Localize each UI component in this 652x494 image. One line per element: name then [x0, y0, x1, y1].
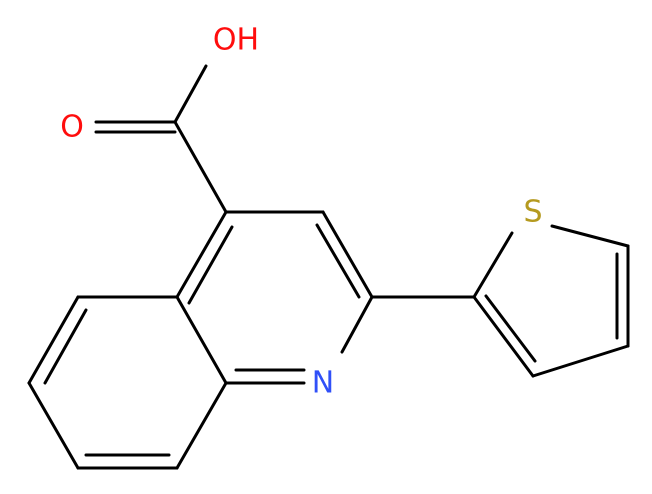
bond-c4a-c8a — [175, 295, 228, 385]
bond-carboxyl-c-o-double — [94, 120, 177, 134]
bond-thiophene-c2-s — [472, 231, 514, 299]
bond-thiophene-c5-c4-double — [615, 244, 630, 348]
nitrogen-atom-label: N — [312, 366, 334, 401]
hydroxyl-oxygen-label: OH — [213, 23, 259, 58]
carbonyl-oxygen-label: O — [60, 110, 84, 145]
bond-c4a-c4-double — [175, 210, 234, 305]
bond-c3-c2-double — [315, 210, 374, 299]
bond-c5-c6-double — [27, 295, 88, 385]
bond-c8-c8a — [175, 381, 228, 470]
bond-thiophene-s-c5 — [550, 224, 630, 248]
bond-thiophene-c4-c3 — [531, 344, 630, 378]
bond-c6-c7 — [27, 381, 80, 470]
bond-c2-n — [340, 295, 374, 354]
bond-carboxyl-c-c4 — [173, 120, 228, 214]
bond-c7-c8-double — [76, 453, 179, 470]
bond-thiophene-c3-c2-double — [472, 294, 537, 378]
bond-n-c8a-double — [224, 368, 306, 385]
sulfur-atom-label: S — [523, 195, 542, 230]
bond-carboxyl-c-oh — [173, 64, 208, 124]
